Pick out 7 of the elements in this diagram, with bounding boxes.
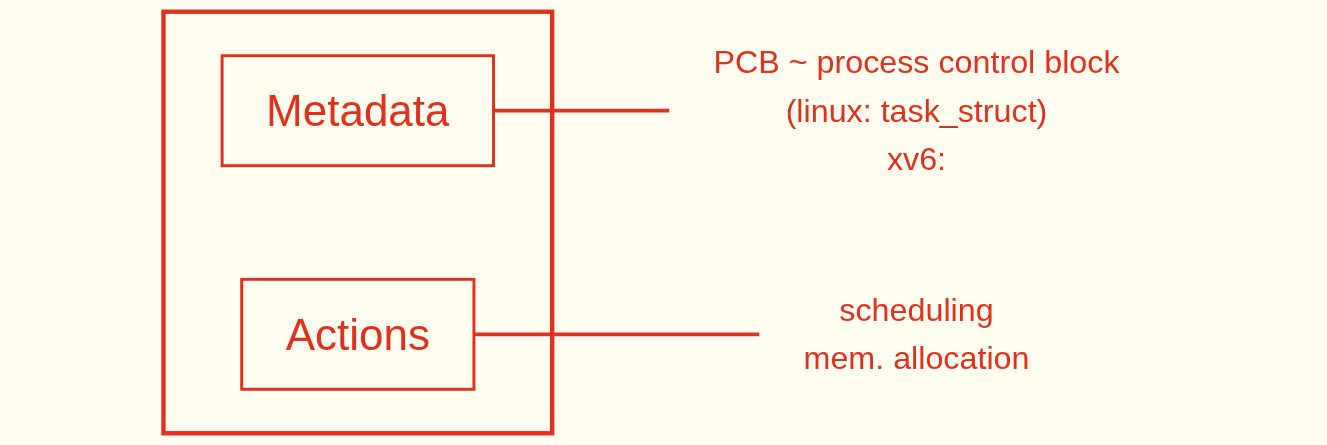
node-box: Actions [240, 277, 476, 391]
connector [473, 332, 760, 337]
cluster [161, 9, 555, 436]
node-text: scheduling mem. allocation [803, 291, 1030, 377]
connector [493, 108, 670, 113]
node-text: PCB ~ process control block (linux: task_struct) xv6: [713, 43, 1120, 178]
node-box: Metadata [220, 54, 495, 168]
